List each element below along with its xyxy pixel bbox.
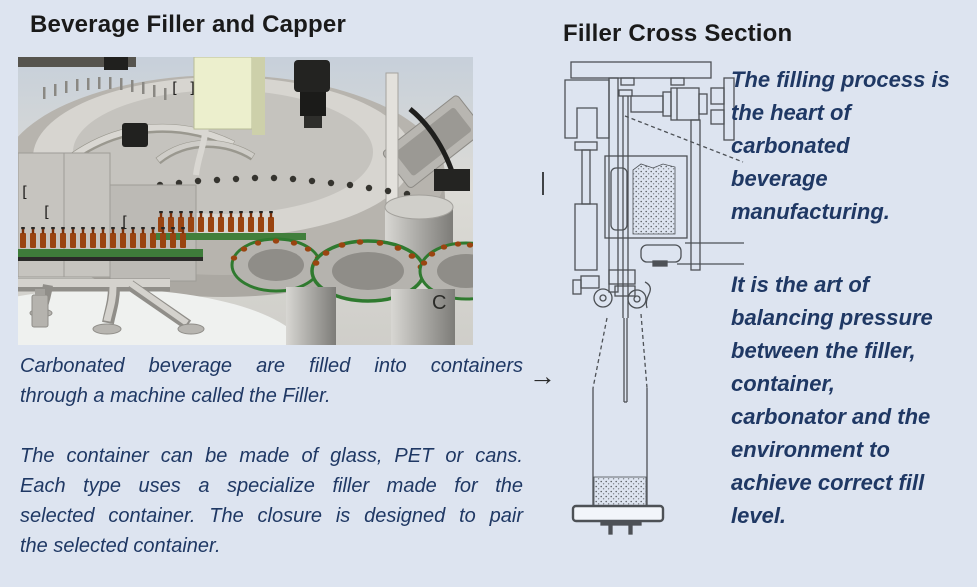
note-balancing-pressure: It is the art of balancing pressure betw…: [731, 268, 977, 532]
left-title: Beverage Filler and Capper: [30, 11, 346, 38]
svg-text:[: [: [42, 203, 51, 221]
cylinder-letter: C: [432, 292, 446, 314]
caption-line: through a machine called the Filler.: [20, 385, 331, 407]
caption-line: Carbonated beverage are filled into cont…: [20, 355, 523, 377]
note-line: manufacturing.: [731, 199, 890, 224]
caption-line: the selected container.: [20, 535, 221, 557]
bottle-pointer-arrow-icon: →: [529, 361, 556, 391]
caption-line: The container can be made of glass, PET …: [20, 445, 523, 467]
note-line: between the filler,: [731, 338, 916, 363]
black-motor: [294, 60, 330, 128]
product-bowl: [604, 155, 688, 239]
machine-photo-svg: [ ] [ [ [: [18, 57, 473, 345]
valve-window: [640, 244, 682, 263]
caption-line: selected container. The closure is desig…: [20, 505, 523, 527]
top-plate: [570, 61, 712, 79]
note-line: container,: [731, 371, 835, 396]
labeled-cylinder: [391, 289, 455, 345]
caption-containers: The container can be made of glass, PET …: [20, 441, 523, 561]
panel-handles: [ ] [ [ [: [20, 79, 197, 231]
filling-valve: [572, 269, 651, 309]
fill-level: [593, 476, 647, 507]
filler-cross-section-drawing: [545, 50, 745, 587]
svg-text:[: [: [120, 213, 129, 231]
left-bracket: [564, 79, 610, 139]
note-line: achieve correct fill: [731, 470, 925, 495]
note-line: The filling process is: [731, 67, 950, 92]
ring-holes: [156, 174, 411, 198]
note-line: balancing pressure: [731, 305, 933, 330]
support-cylinder: [286, 287, 336, 345]
right-plate: [710, 77, 735, 141]
cross-section-svg: [564, 61, 744, 535]
yellow-panel: [193, 57, 253, 130]
caption-line: Each type uses a specialize filler made …: [20, 475, 523, 497]
far-valve-row: [43, 77, 167, 100]
capper-unit: [382, 95, 473, 191]
bottle-pedestal: [571, 504, 665, 535]
beverage-filler-photo: [ ] [ [ [: [18, 57, 473, 345]
bottle-conveyor: [18, 211, 306, 261]
floor: [18, 289, 305, 345]
caption-filler: Carbonated beverage are filled into cont…: [20, 351, 523, 411]
note-line: beverage: [731, 166, 828, 191]
note-line: environment to: [731, 437, 890, 462]
svg-text:[ ]: [ ]: [170, 79, 197, 97]
right-title: Filler Cross Section: [563, 20, 793, 47]
star-wheels: [230, 237, 473, 303]
note-line: level.: [731, 503, 787, 528]
note-line: It is the art of: [731, 272, 870, 297]
note-line: carbonated: [731, 133, 850, 158]
svg-text:[: [: [20, 183, 29, 201]
note-filling-process: The filling process is the heart of carb…: [731, 63, 977, 228]
note-line: the heart of: [731, 100, 851, 125]
deck-pipes: [70, 124, 256, 176]
stray-tick-mark: [542, 172, 544, 195]
leader-line-dashed: [624, 115, 744, 163]
small-canister: [31, 289, 49, 328]
valve-actuator: [630, 87, 708, 121]
bottle: [592, 313, 648, 507]
lift-cylinder: [574, 141, 598, 271]
fill-tube: [618, 89, 633, 318]
note-line: carbonator and the: [731, 404, 931, 429]
